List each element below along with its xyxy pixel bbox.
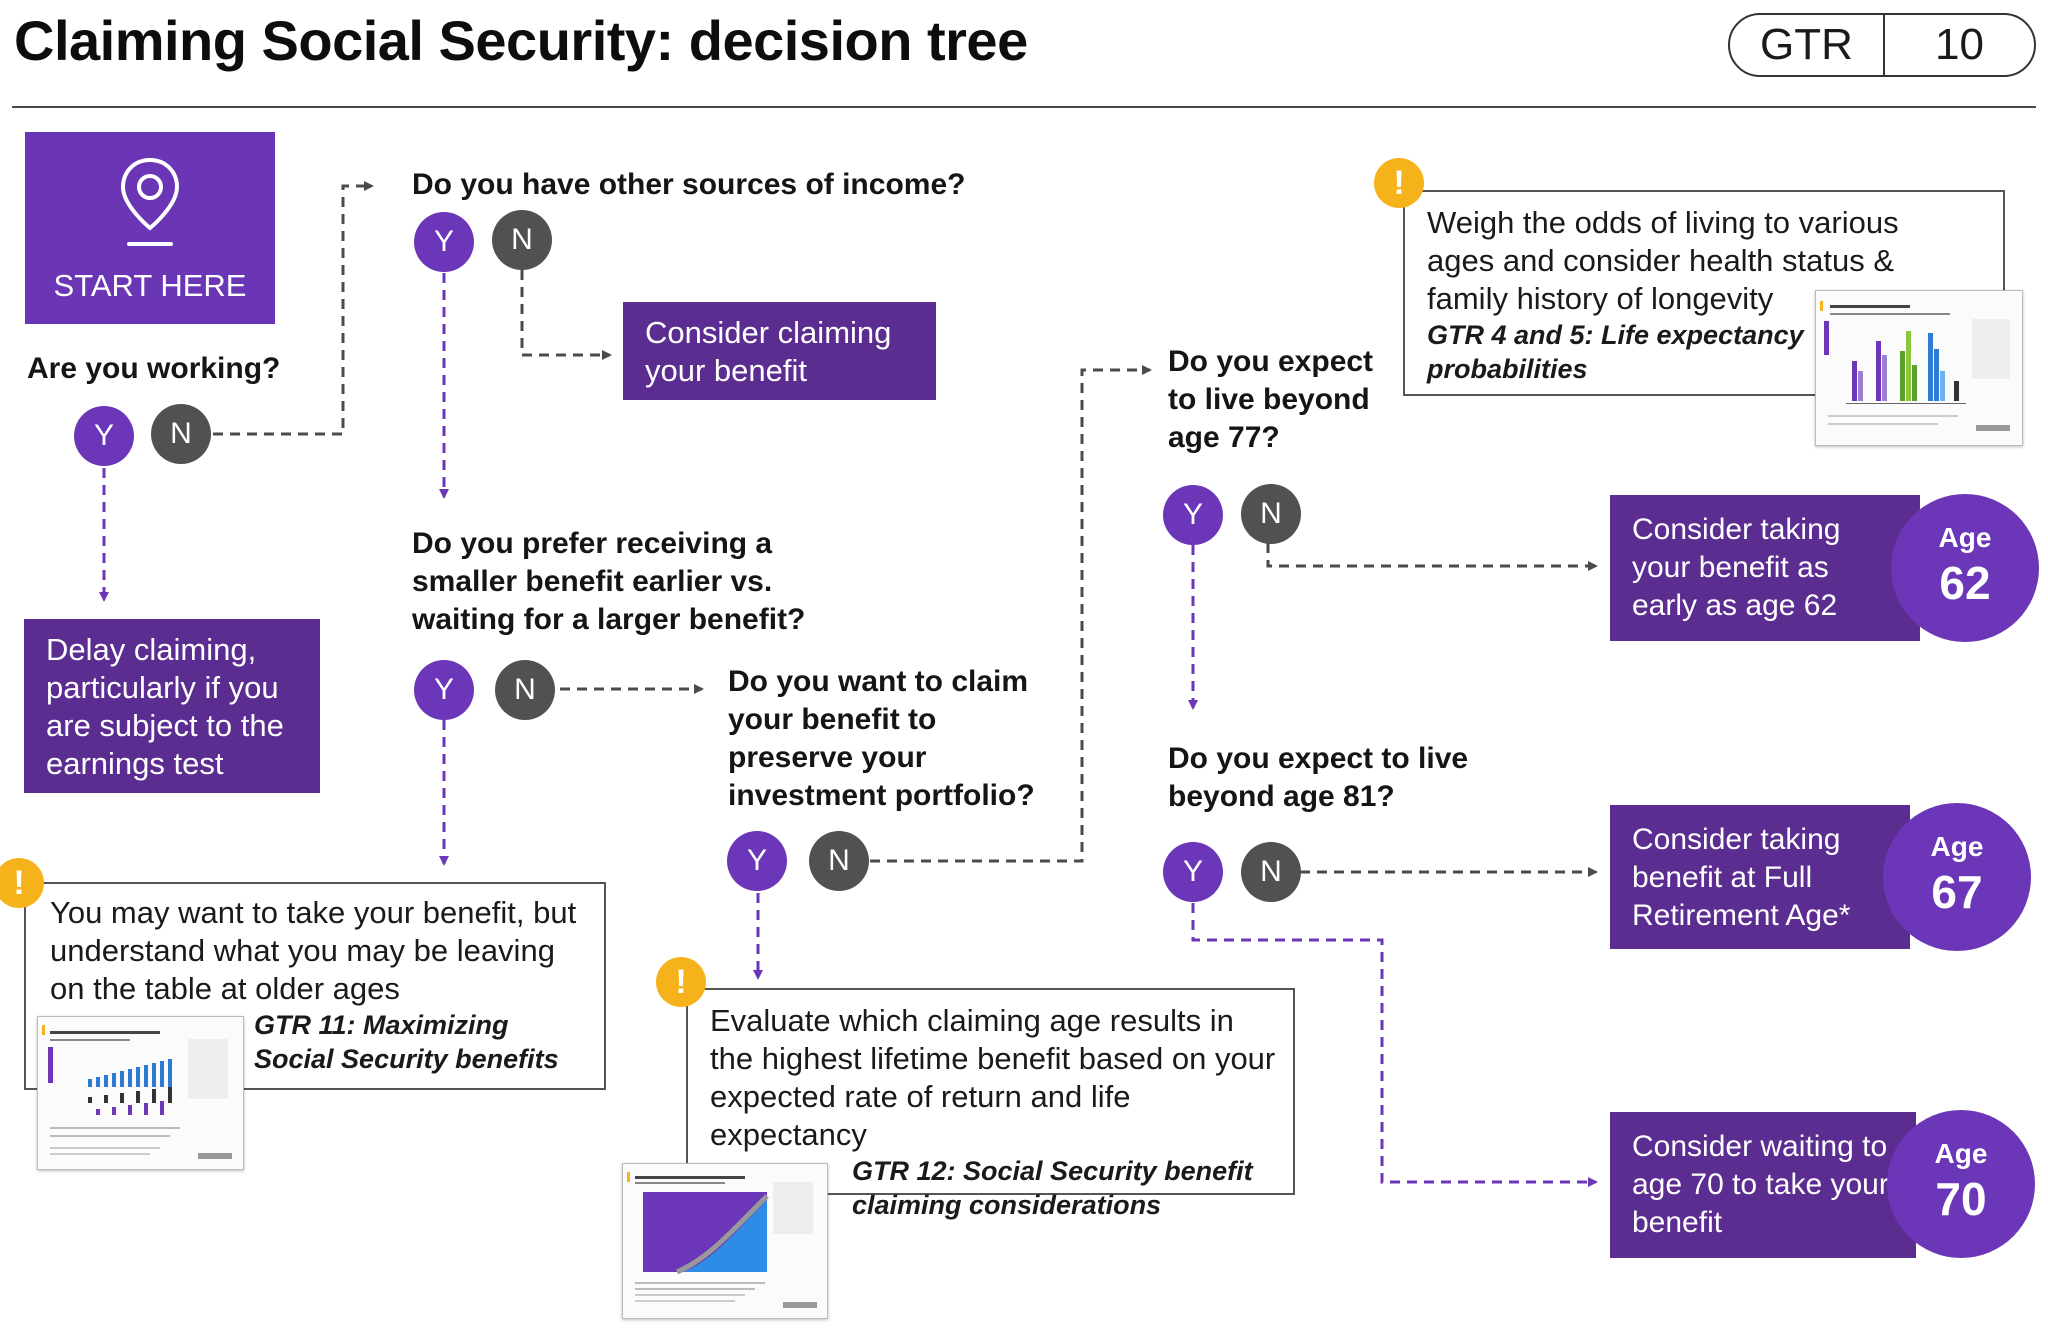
question-live-81: Do you expect to live beyond age 81? bbox=[1168, 742, 1469, 813]
age62-badge: Age 62 bbox=[1891, 494, 2039, 642]
warning-icon: ! bbox=[0, 858, 44, 908]
live-77-no-button[interactable]: N bbox=[1241, 484, 1301, 544]
age70-value: 70 bbox=[1935, 1173, 1987, 1225]
live-81-no-button[interactable]: N bbox=[1241, 842, 1301, 902]
age67-value: 67 bbox=[1931, 866, 1983, 918]
gtr11-thumbnail[interactable] bbox=[37, 1016, 244, 1170]
note-longevity-text: Weigh the odds of living to various ages… bbox=[1427, 205, 1899, 316]
warning-icon: ! bbox=[1374, 158, 1424, 208]
outcome-age70-box: Consider waiting to age 70 to take your … bbox=[1610, 1112, 1916, 1258]
gtr-number: 10 bbox=[1935, 20, 1984, 69]
question-working: Are you working? bbox=[27, 352, 281, 385]
note-older-ages-ref: GTR 11: Maximizing Social Security benef… bbox=[254, 1010, 559, 1074]
gtr4-5-thumbnail[interactable] bbox=[1815, 290, 2023, 446]
prefer-smaller-yes-button[interactable]: Y bbox=[414, 660, 474, 720]
age62-value: 62 bbox=[1939, 557, 1991, 609]
gtr-badge: GTR 10 bbox=[1728, 13, 2036, 77]
note-longevity-ref: GTR 4 and 5: Life expectancy probabiliti… bbox=[1427, 320, 1804, 384]
outcome-age62-text: Consider taking your benefit as early as… bbox=[1632, 513, 1841, 622]
live-81-yes-button[interactable]: Y bbox=[1163, 842, 1223, 902]
warning-icon: ! bbox=[656, 957, 706, 1007]
gtr12-thumbnail[interactable] bbox=[622, 1163, 828, 1319]
note-older-ages-text: You may want to take your benefit, but u… bbox=[50, 895, 577, 1006]
note-evaluate-ref: GTR 12: Social Security benefit claiming… bbox=[852, 1156, 1253, 1220]
prefer-smaller-no-button[interactable]: N bbox=[495, 660, 555, 720]
outcome-age70-text: Consider waiting to age 70 to take your … bbox=[1632, 1130, 1889, 1239]
note-evaluate-box: Evaluate which claiming age results in t… bbox=[686, 988, 1295, 1220]
age70-label: Age bbox=[1934, 1138, 1988, 1169]
gtr-label: GTR bbox=[1730, 15, 1885, 75]
other-income-yes-button[interactable]: Y bbox=[414, 212, 474, 272]
age67-badge: Age 67 bbox=[1883, 803, 2031, 951]
age62-label: Age bbox=[1938, 522, 1992, 553]
age67-label: Age bbox=[1930, 831, 1984, 862]
preserve-portfolio-no-button[interactable]: N bbox=[809, 831, 869, 891]
outcome-consider-claiming-text: Consider claiming your benefit bbox=[645, 315, 892, 388]
outcome-delay-text: Delay claiming, particularly if you are … bbox=[46, 632, 284, 781]
other-income-no-button[interactable]: N bbox=[492, 210, 552, 270]
working-yes-button[interactable]: Y bbox=[74, 406, 134, 466]
start-here-box[interactable]: START HERE bbox=[25, 132, 275, 324]
live-77-yes-button[interactable]: Y bbox=[1163, 485, 1223, 545]
outcome-delay-box: Delay claiming, particularly if you are … bbox=[24, 619, 320, 793]
question-preserve-portfolio: Do you want to claim your benefit to pre… bbox=[728, 665, 1035, 812]
header-divider bbox=[12, 106, 2036, 108]
question-other-income: Do you have other sources of income? bbox=[412, 168, 966, 201]
outcome-age67-box: Consider taking benefit at Full Retireme… bbox=[1610, 805, 1910, 949]
working-no-button[interactable]: N bbox=[151, 404, 211, 464]
note-older-ages-box: You may want to take your benefit, but u… bbox=[24, 882, 606, 1090]
question-prefer-smaller: Do you prefer receiving a smaller benefi… bbox=[412, 527, 806, 636]
age70-badge: Age 70 bbox=[1887, 1110, 2035, 1258]
preserve-portfolio-yes-button[interactable]: Y bbox=[727, 831, 787, 891]
outcome-age67-text: Consider taking benefit at Full Retireme… bbox=[1632, 823, 1851, 932]
question-live-77: Do you expect to live beyond age 77? bbox=[1168, 345, 1374, 454]
outcome-age62-box: Consider taking your benefit as early as… bbox=[1610, 495, 1920, 641]
note-evaluate-text: Evaluate which claiming age results in t… bbox=[710, 1003, 1276, 1152]
location-pin-icon bbox=[120, 157, 180, 246]
start-here-label: START HERE bbox=[53, 268, 247, 303]
page-title: Claiming Social Security: decision tree bbox=[14, 9, 1028, 72]
outcome-consider-claiming-box: Consider claiming your benefit bbox=[623, 302, 936, 400]
